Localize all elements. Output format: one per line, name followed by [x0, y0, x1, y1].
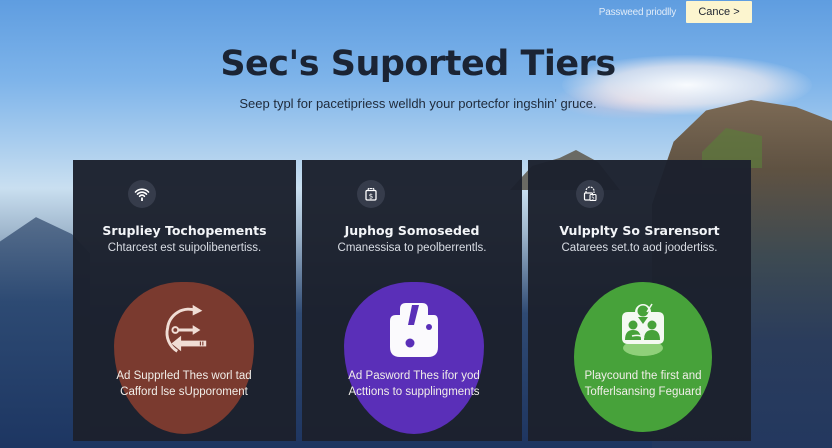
tier-card-title: Juphog Somoseded — [344, 223, 480, 238]
tier-feature-text: Ad Pasword Thes ifor yod Acttions to sup… — [348, 368, 479, 400]
svg-text:5: 5 — [591, 196, 594, 202]
tier-feature-badge[interactable]: Ad Pasword Thes ifor yod Acttions to sup… — [344, 282, 484, 434]
feature-line-1: Playcound the first and — [584, 370, 702, 382]
svg-text:$: $ — [369, 192, 373, 200]
tier-card-title: Vulpplty So Srarensort — [559, 223, 720, 238]
tier-feature-text: Playcound the first and Tofferlsansing F… — [585, 368, 702, 400]
tier-feature-badge[interactable]: Ad Supprled Thes worl tad Cafford lse sU… — [114, 282, 254, 434]
tier-feature-badge[interactable]: Playcound the first and Tofferlsansing F… — [574, 282, 712, 432]
redirect-arrows-icon — [156, 300, 212, 360]
tier-card-description: Chtarcest est suipolibenertiss. — [107, 242, 262, 254]
tier-card-description: Catarees set.to aod joodertiss. — [561, 242, 718, 254]
feature-line-2: Acttions to supplingments — [348, 386, 480, 398]
tier-card-1[interactable]: Srupliey Tochopements Chtarcest est suip… — [73, 160, 296, 441]
tier-card-3[interactable]: 5 Vulpplty So Srarensort Catarees set.to… — [528, 160, 751, 441]
cancel-button[interactable]: Cance > — [686, 1, 752, 23]
tier-card-description: Cmanessisa to peolberrentls. — [337, 242, 487, 254]
page-title: Sec's Suported Tiers — [220, 44, 616, 84]
feature-line-1: Ad Supprled Thes worl tad — [116, 370, 252, 382]
wifi-icon — [128, 180, 156, 208]
tier-card-2[interactable]: $ Juphog Somoseded Cmanessisa to peolber… — [302, 160, 522, 441]
feature-line-2: Tofferlsansing Feguard — [584, 386, 702, 398]
lock-badge-icon: 5 — [576, 180, 604, 208]
dollar-bag-icon: $ — [357, 180, 385, 208]
top-bar: Passweed priodlly Cance > — [599, 1, 752, 23]
password-priority-link[interactable]: Passweed priodlly — [598, 6, 676, 18]
feature-line-2: Cafford lse sUpporoment — [120, 386, 248, 398]
tier-feature-text: Ad Supprled Thes worl tad Cafford lse sU… — [116, 368, 251, 400]
tier-card-title: Srupliey Tochopements — [102, 223, 267, 238]
page-subtitle: Seep typl for pacetipriess welldh your p… — [239, 96, 597, 111]
support-team-icon — [615, 300, 671, 360]
feature-line-1: Ad Pasword Thes ifor yod — [348, 370, 480, 382]
password-lock-icon — [386, 300, 442, 360]
